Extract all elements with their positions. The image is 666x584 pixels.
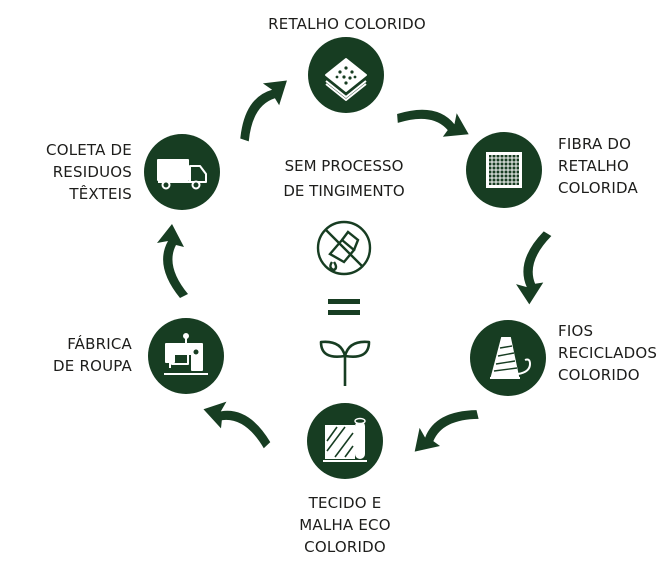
label-line: FIBRA DO xyxy=(558,135,632,153)
label-line: COLETA DE xyxy=(46,141,132,159)
label-line: TÊXTEIS xyxy=(69,185,132,203)
arrow-coleta-to-retalho xyxy=(224,69,299,145)
label-fabrica-de-roupa: FÁBRICA DE ROUPA xyxy=(20,333,132,377)
arrow-fabrica-to-coleta xyxy=(157,224,188,298)
fiber-square-icon xyxy=(486,152,522,188)
label-line: RETALHO xyxy=(558,157,630,175)
label-line: DE ROUPA xyxy=(53,357,132,375)
sewing-machine-icon xyxy=(164,333,208,375)
equals-icon xyxy=(328,299,360,315)
yarn-spool-icon xyxy=(490,337,532,379)
truck-icon xyxy=(157,159,207,190)
center-label-line: SEM PROCESSO xyxy=(284,157,404,175)
label-line: RECICLADOS xyxy=(558,344,658,362)
label-line: MALHA ECO xyxy=(299,516,391,534)
no-dye-icon xyxy=(316,220,372,276)
node-coleta-de-residuos xyxy=(144,134,220,210)
center-label-sem-tingimento: SEM PROCESSO DE TINGIMENTO xyxy=(264,154,424,204)
arrow-fios-to-tecido xyxy=(405,392,482,464)
label-line: FIOS xyxy=(558,322,594,340)
arrow-fibra-to-fios xyxy=(514,229,552,306)
label-coleta-de-residuos: COLETA DE RESIDUOS TÊXTEIS xyxy=(20,139,132,205)
label-fibra-do-retalho: FIBRA DO RETALHO COLORIDA xyxy=(558,133,658,199)
node-fabrica-de-roupa xyxy=(148,318,224,394)
sprout-icon xyxy=(319,340,371,386)
label-line: COLORIDA xyxy=(558,179,638,197)
fabric-roll-icon xyxy=(323,417,367,462)
label-line: TECIDO E xyxy=(308,494,382,512)
label-fios-reciclados: FIOS RECICLADOS COLORIDO xyxy=(558,320,663,386)
node-retalho-colorido xyxy=(308,37,384,113)
node-fios-reciclados xyxy=(470,320,546,396)
node-tecido-malha xyxy=(307,403,383,479)
label-retalho-colorido: RETALHO COLORIDO xyxy=(252,13,442,35)
node-fibra-do-retalho xyxy=(466,132,542,208)
arrow-retalho-to-fibra xyxy=(394,92,475,150)
arrow-tecido-to-fabrica xyxy=(198,395,279,450)
label-line: COLORIDO xyxy=(558,366,640,384)
label-tecido-malha: TECIDO E MALHA ECO COLORIDO xyxy=(280,492,410,558)
center-label-line: DE TINGIMENTO xyxy=(283,182,405,200)
fabric-scraps-icon xyxy=(325,58,367,101)
label-line: FÁBRICA xyxy=(67,335,132,353)
label-line: COLORIDO xyxy=(304,538,386,556)
label-line: RETALHO COLORIDO xyxy=(268,15,426,33)
label-line: RESIDUOS xyxy=(52,163,132,181)
